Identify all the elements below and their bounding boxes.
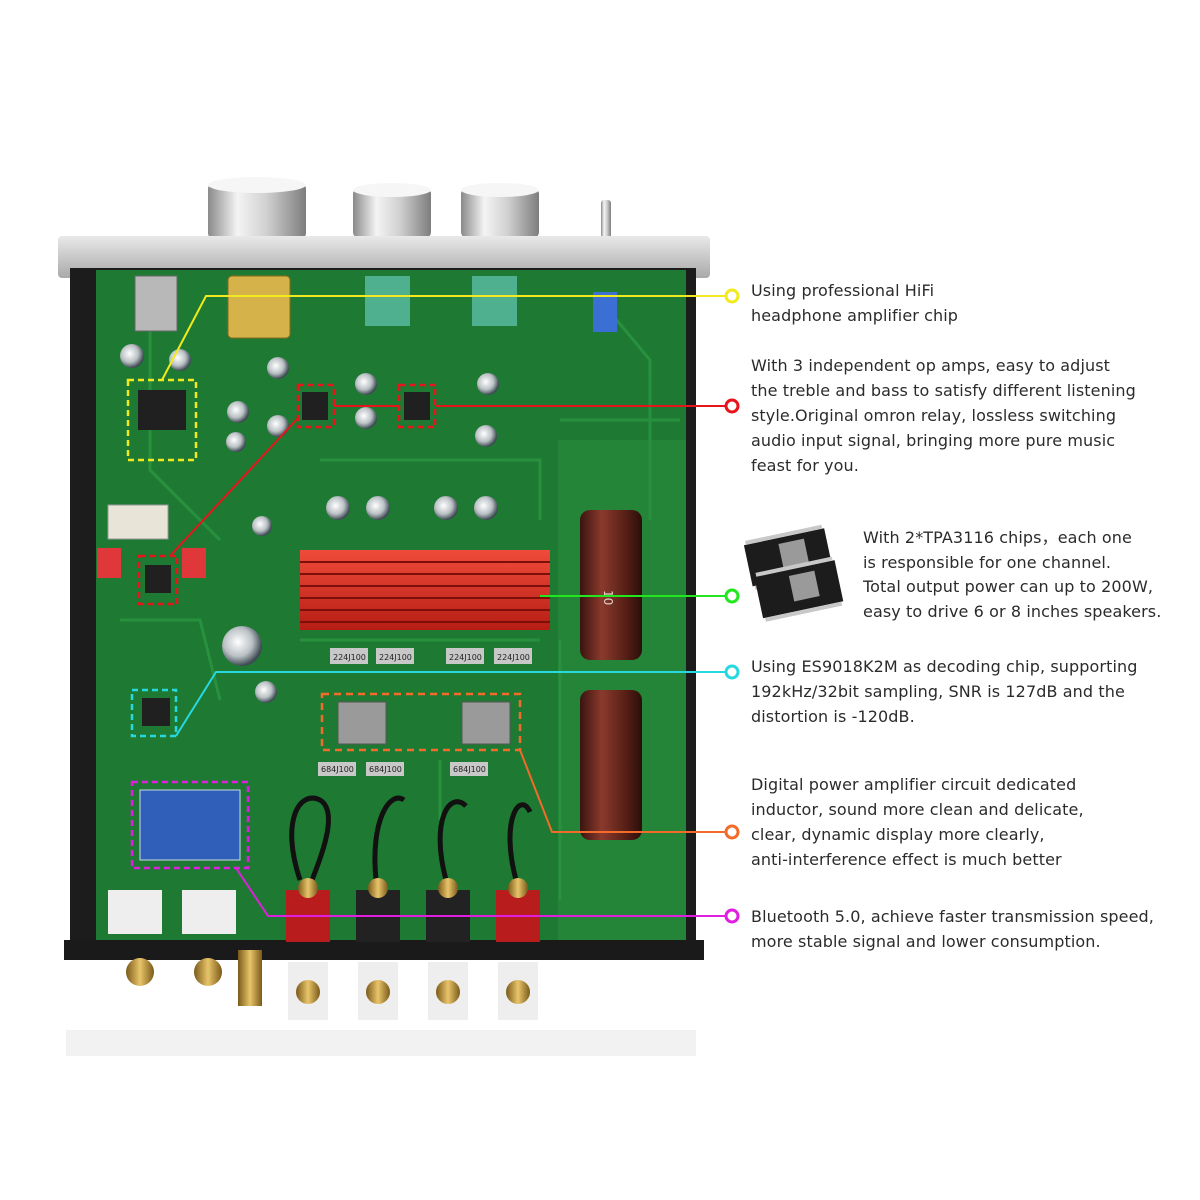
leader-line-headphone-amp	[161, 288, 740, 381]
small-capacitors	[120, 344, 499, 703]
capacitor-code: 684J100	[369, 765, 402, 774]
callout-inductor: Digital power amplifier circuit dedicate…	[751, 775, 1084, 869]
inductor-2	[461, 701, 511, 745]
trimmer-blue	[593, 292, 617, 332]
capacitor-marking: 10	[601, 590, 615, 605]
rear-panel	[64, 940, 704, 960]
op-amp-highlight-1	[296, 383, 336, 429]
inductor-code-labels: 224J100 224J100 224J100 224J100	[330, 648, 532, 664]
leader-line-dac	[175, 664, 740, 737]
callout-bluetooth: Bluetooth 5.0, achieve faster transmissi…	[751, 907, 1154, 951]
headphone-amp-chip	[138, 390, 186, 430]
op-amp-chip-3	[145, 565, 171, 593]
inductor-code: 224J100	[333, 653, 366, 662]
resistor-1k63-b	[182, 548, 206, 578]
capacitor-code-labels: 684J100 684J100 684J100	[318, 762, 488, 776]
relay-yellow	[227, 275, 291, 339]
speaker-wires	[289, 795, 533, 891]
callout-dac-chip: Using ES9018K2M as decoding chip, suppor…	[751, 657, 1138, 726]
omron-relay	[107, 504, 169, 540]
dac-highlight	[130, 688, 178, 738]
pot-treble	[365, 276, 410, 326]
callout-tpa3116: With 2*TPA3116 chips，each one is respons…	[863, 528, 1162, 621]
inductor-code: 224J100	[449, 653, 482, 662]
leader-line-tpa3116	[540, 588, 740, 604]
front-panel	[58, 236, 710, 278]
bluetooth-module	[139, 789, 241, 861]
reflection	[66, 1030, 696, 1056]
power-toggle	[601, 200, 611, 240]
bluetooth-highlight	[130, 780, 250, 870]
heatsink	[300, 550, 550, 630]
leader-line-bluetooth	[235, 867, 740, 924]
inductor-code: 224J100	[497, 653, 530, 662]
pot-bass	[472, 276, 517, 326]
dac-chip	[142, 698, 170, 726]
leader-line-inductor	[519, 749, 740, 840]
inductor-1	[337, 701, 387, 745]
large-capacitor-top: 10	[580, 510, 642, 660]
callout-headphone-amp: Using professional HiFi headphone amplif…	[751, 281, 959, 325]
leader-line-op-amps	[169, 398, 740, 557]
tpa3116-chip-image	[743, 524, 844, 622]
usb-connector	[134, 275, 178, 332]
capacitor-code: 684J100	[321, 765, 354, 774]
large-capacitor-bottom	[580, 690, 642, 840]
inductor-highlight	[320, 692, 522, 752]
rca-inputs	[108, 890, 236, 986]
op-amp-chip-2	[404, 392, 430, 420]
op-amp-highlight-3	[137, 554, 179, 606]
capacitor-code: 684J100	[453, 765, 486, 774]
volume-knob	[208, 177, 306, 239]
antenna-connector	[238, 950, 262, 1006]
treble-knob	[353, 183, 431, 238]
callout-op-amps: With 3 independent op amps, easy to adju…	[751, 356, 1136, 475]
bass-knob	[461, 183, 539, 238]
inductor-code: 224J100	[379, 653, 412, 662]
resistor-1k63-a	[97, 548, 121, 578]
op-amp-chip-1	[302, 392, 328, 420]
